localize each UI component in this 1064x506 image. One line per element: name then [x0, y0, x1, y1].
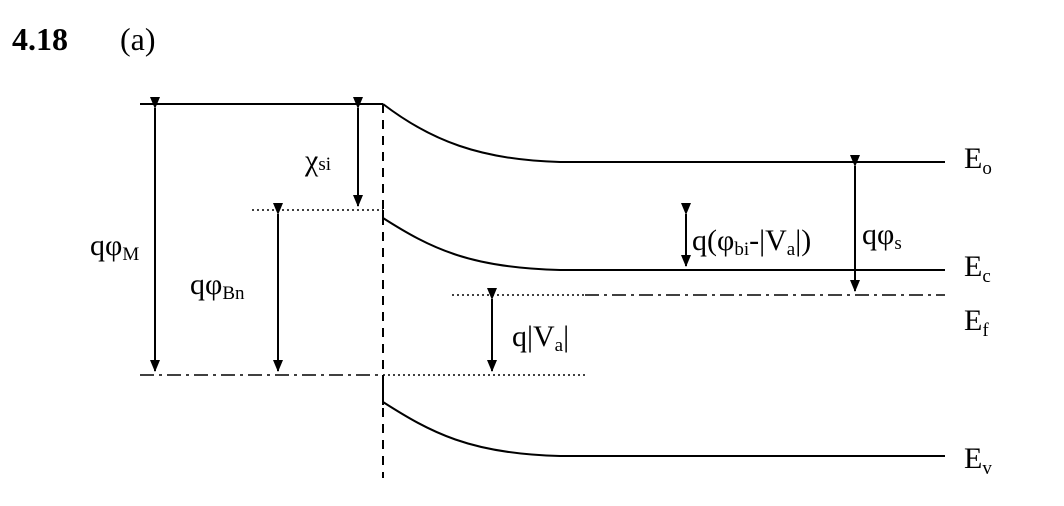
label-q-phi-M: qφM — [90, 229, 139, 265]
label-q-phi-Bn: qφBn — [190, 268, 245, 304]
conduction-band-curve — [382, 217, 945, 271]
label-E-o: Eo — [964, 142, 992, 179]
label-chi-si: χsi — [304, 144, 331, 177]
problem-part: (a) — [120, 21, 156, 57]
label-q-phi-bi-Va: q(φbi-|Va|) — [692, 224, 811, 260]
valence-band-curve — [382, 401, 945, 457]
problem-number: 4.18 — [12, 21, 68, 57]
label-E-f: Ef — [964, 304, 989, 341]
label-q-Va: q|Va| — [512, 320, 569, 356]
vacuum-level-curve — [382, 103, 945, 163]
label-q-phi-s: qφs — [862, 218, 902, 254]
label-E-c: Ec — [964, 250, 991, 287]
label-E-v: Ev — [964, 442, 992, 479]
